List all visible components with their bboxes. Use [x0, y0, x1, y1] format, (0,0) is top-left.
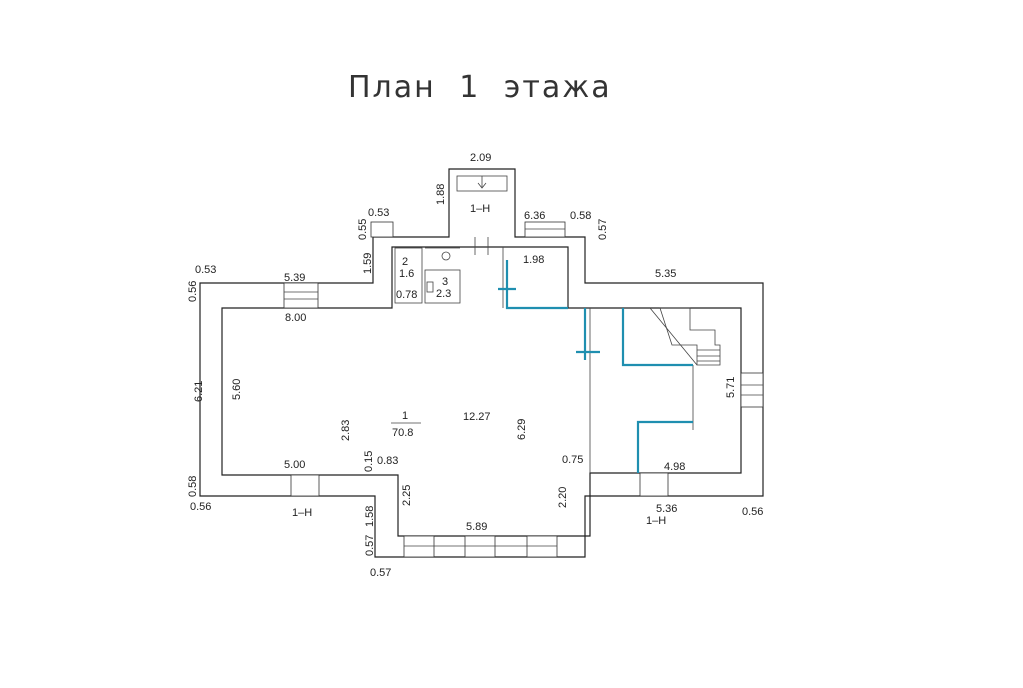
room-1-number: 1 [402, 410, 408, 422]
dimension-label: 1.88 [435, 184, 447, 205]
dimension-label: 0.53 [195, 264, 216, 276]
dimension-label: 0.56 [187, 281, 199, 302]
room-2-outline [394, 247, 423, 304]
dimension-label: 2.25 [401, 485, 413, 506]
dimension-label: 0.15 [363, 451, 375, 472]
window-bottom-2 [464, 535, 496, 558]
room-3-outline [424, 269, 461, 304]
dimension-label: 0.83 [377, 455, 398, 467]
room-1-area: 70.8 [392, 427, 413, 439]
dimension-label: 6.36 [524, 210, 545, 222]
room-2-area: 1.6 [399, 268, 414, 280]
dimension-label: 5.39 [284, 272, 305, 284]
dimension-label: 0.58 [570, 210, 591, 222]
window-bottom-left [290, 474, 320, 497]
dimension-label: 5.60 [231, 379, 243, 400]
dimension-label: 4.98 [664, 461, 685, 473]
dimension-label: 5.00 [284, 459, 305, 471]
dimension-label: 0.56 [742, 506, 763, 518]
dimension-label: 1.98 [523, 254, 544, 266]
blue-partition [621, 308, 693, 367]
stair-diagonal [649, 307, 698, 366]
dimension-label: 0.56 [190, 501, 211, 513]
dimension-label: 0.57 [597, 219, 609, 240]
dimension-label: 2.09 [470, 152, 491, 164]
window-left-top [283, 282, 319, 309]
dimension-label: 12.27 [463, 411, 491, 423]
window-bottom-right [639, 472, 669, 497]
porch-arrow-head [477, 182, 487, 189]
room-3-number: 3 [442, 276, 448, 288]
window-right [740, 372, 764, 408]
room-3-area: 2.3 [436, 288, 451, 300]
entrance-label-right: 1–Н [646, 515, 666, 527]
dimension-label: 0.75 [562, 454, 583, 466]
dimension-label: 0.53 [368, 207, 389, 219]
inner-wall [221, 246, 742, 537]
dimension-label: 6.29 [516, 419, 528, 440]
entrance-label-left: 1–Н [292, 507, 312, 519]
blue-partition [505, 260, 568, 310]
dimension-label: 2.20 [557, 487, 569, 508]
fixture-icon [441, 251, 451, 261]
dimension-label: 0.57 [364, 535, 376, 556]
dimension-label: 1.59 [362, 253, 374, 274]
entrance-label-top: 1–Н [470, 203, 490, 215]
blue-partition [636, 420, 693, 473]
dimension-label: 6.21 [193, 381, 205, 402]
dimension-label: 1.58 [364, 506, 376, 527]
dimension-label: 0.78 [396, 289, 417, 301]
dimension-label: 5.89 [466, 521, 487, 533]
dimension-label: 5.36 [656, 503, 677, 515]
window-top-left [370, 221, 394, 238]
window-bottom-3 [526, 535, 558, 558]
plan-title: План 1 этажа [348, 70, 612, 105]
dimension-label: 5.71 [725, 377, 737, 398]
dimension-label: 0.55 [357, 219, 369, 240]
outer-wall [199, 168, 764, 558]
dimension-label: 0.58 [187, 476, 199, 497]
dimension-label: 5.35 [655, 268, 676, 280]
window-bottom-1 [403, 535, 435, 558]
dimension-label: 2.83 [340, 420, 352, 441]
dimension-label: 0.57 [370, 567, 391, 579]
dimension-label: 8.00 [285, 312, 306, 324]
fixture-icon [426, 281, 434, 293]
stairs [659, 307, 721, 366]
window-top-right [524, 221, 566, 238]
room-2-number: 2 [402, 256, 408, 268]
